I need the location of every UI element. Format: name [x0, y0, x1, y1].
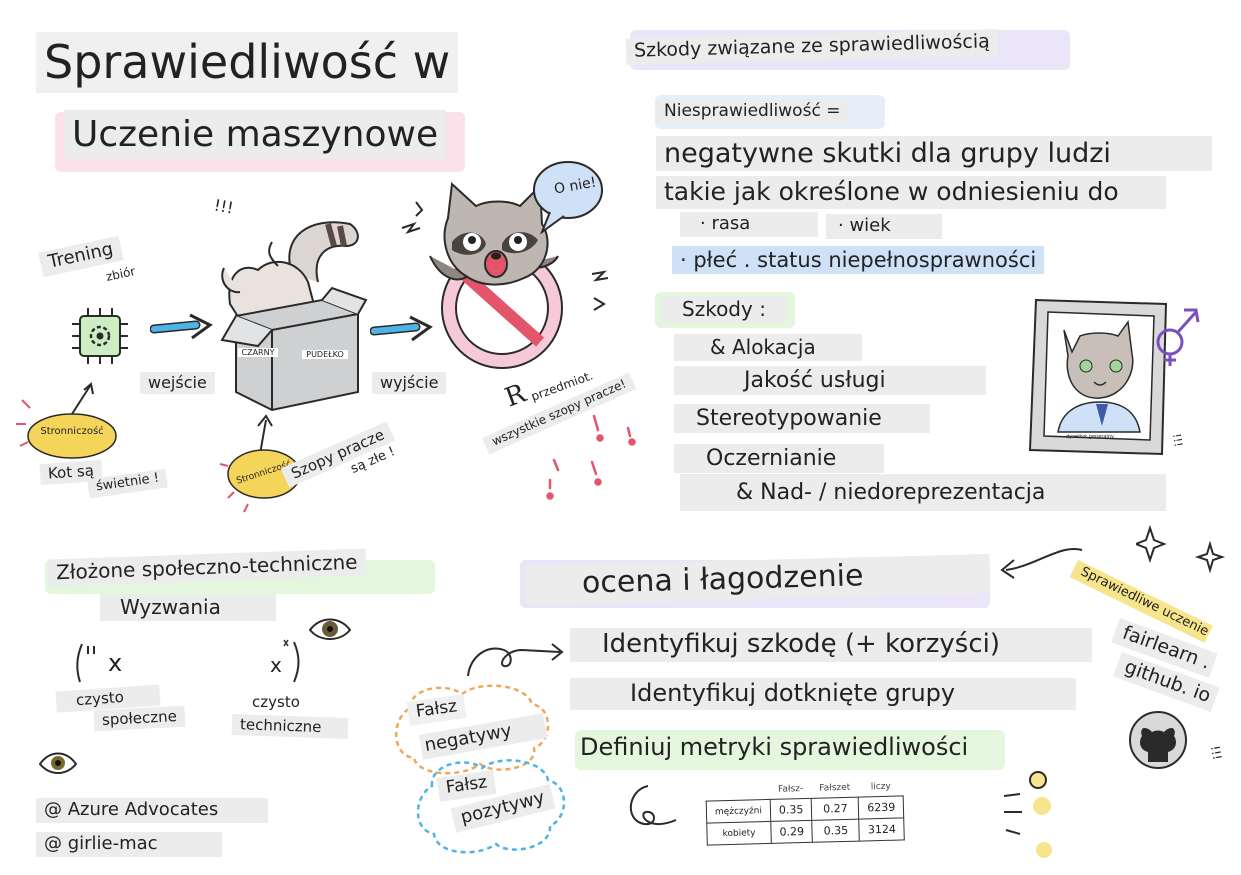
harm-item-representation: & Nad- / niedoreprezentacja	[680, 474, 1166, 512]
metrics-cell: 3124	[859, 817, 905, 842]
tech-scale-icon	[283, 639, 300, 683]
metrics-header-2: Fałszet	[819, 782, 851, 794]
output-label: wyjście	[372, 372, 447, 395]
metrics-header-1: Fałsz-	[777, 784, 804, 795]
metrics-corner	[706, 781, 770, 801]
credit-girlie-mac: @ girlie-mac	[36, 832, 222, 857]
gender-symbol-icon	[1156, 308, 1200, 366]
harms-label: Szkody :	[662, 296, 786, 323]
harm-item-quality: Jakość usługi	[674, 366, 986, 396]
eye-icon-2	[38, 752, 78, 774]
box-label-left: CZARNY	[238, 348, 278, 357]
definition-line1: negatywne skutki dla grupy ludzi	[656, 136, 1212, 172]
squiggle-icon	[401, 201, 424, 234]
input-label: wejście	[140, 372, 215, 395]
metrics-cell: 0.27	[811, 797, 860, 821]
bias-badge-2	[219, 414, 301, 513]
portrait-icon	[1028, 298, 1168, 456]
harm-item-stereotyping: Stereotypowanie	[674, 404, 930, 434]
metrics-step-wash	[575, 730, 1005, 770]
false-positive-cloud	[416, 759, 566, 854]
metrics-table: Fałsz- Fałszet liczy mężczyźni 0.35 0.27…	[705, 777, 905, 846]
social-scale-icon	[76, 643, 95, 683]
training-sublabel: zbiór	[104, 264, 137, 284]
arrow-right-icon	[150, 313, 213, 340]
speech-bubble-icon	[533, 161, 603, 234]
social-line2: społeczne	[93, 705, 186, 732]
attr-race: · rasa	[680, 212, 818, 237]
tech-line2: techniczne	[231, 713, 349, 740]
metrics-cell: 6239	[858, 795, 905, 820]
credit-azure: @ Azure Advocates	[36, 798, 268, 823]
arrow-right-icon-2	[370, 315, 433, 342]
step-define-metrics: Definiuj metryki sprawiedliwości	[580, 733, 969, 761]
metrics-cell: 0.35	[770, 798, 813, 822]
metrics-cell: 0.35	[812, 819, 860, 843]
bias-badge-1	[16, 382, 117, 459]
metrics-row-label: kobiety	[706, 821, 772, 846]
metrics-header-3: liczy	[870, 781, 891, 793]
step-identify-groups: Identyfikuj dotknięte grupy	[570, 678, 1076, 710]
definition-line2: takie jak określone w odniesieniu do	[656, 176, 1166, 209]
box-label-right: PUDEŁKO	[302, 350, 348, 359]
unfair-label: Niesprawiedliwość =	[656, 100, 849, 124]
github-icon	[1129, 711, 1187, 769]
tech-line1: czysto	[252, 693, 300, 711]
eye-icon	[308, 618, 352, 640]
sparkle-icon	[1136, 524, 1226, 574]
false-negative-cloud	[395, 684, 550, 775]
portrait-caption: dyrektor generalny	[1066, 434, 1114, 440]
social-x: x	[108, 649, 123, 677]
title-line1: Sprawiedliwość w	[36, 32, 459, 93]
metric-notes-icon	[1003, 771, 1052, 858]
exclamation-icon	[546, 414, 636, 500]
title-line2: Uczenie maszynowe	[64, 110, 447, 160]
metrics-table-grid: Fałsz- Fałszet liczy mężczyźni 0.35 0.27…	[705, 777, 905, 846]
black-box-icon	[220, 221, 368, 412]
attr-line: · płeć . status niepełnosprawności	[672, 246, 1045, 275]
gear-chip-icon	[72, 308, 128, 364]
harm-item-allocation: & Alokacja	[674, 334, 862, 361]
attr-age: · wiek	[826, 214, 942, 239]
curve-arrow-icon	[1000, 547, 1083, 579]
harm-item-denigration: Oczernianie	[674, 444, 884, 474]
challenges-line2: Wyzwania	[100, 594, 276, 621]
metrics-row-women: kobiety 0.29 0.35 3124	[706, 817, 905, 846]
curly-arrow-icon	[629, 785, 677, 826]
tech-x: x	[270, 653, 282, 677]
raccoon-icon	[429, 181, 563, 369]
squiggle-icon-2	[591, 270, 609, 311]
metrics-row-label: mężczyźni	[706, 799, 771, 824]
swirl-arrow-icon	[467, 643, 564, 677]
metrics-cell: 0.29	[770, 820, 813, 844]
step-identify-harm: Identyfikuj szkodę (+ korzyści)	[570, 628, 1092, 662]
bias-label-1: Stronniczość	[40, 426, 104, 437]
github-marks: !!!	[1207, 744, 1225, 762]
